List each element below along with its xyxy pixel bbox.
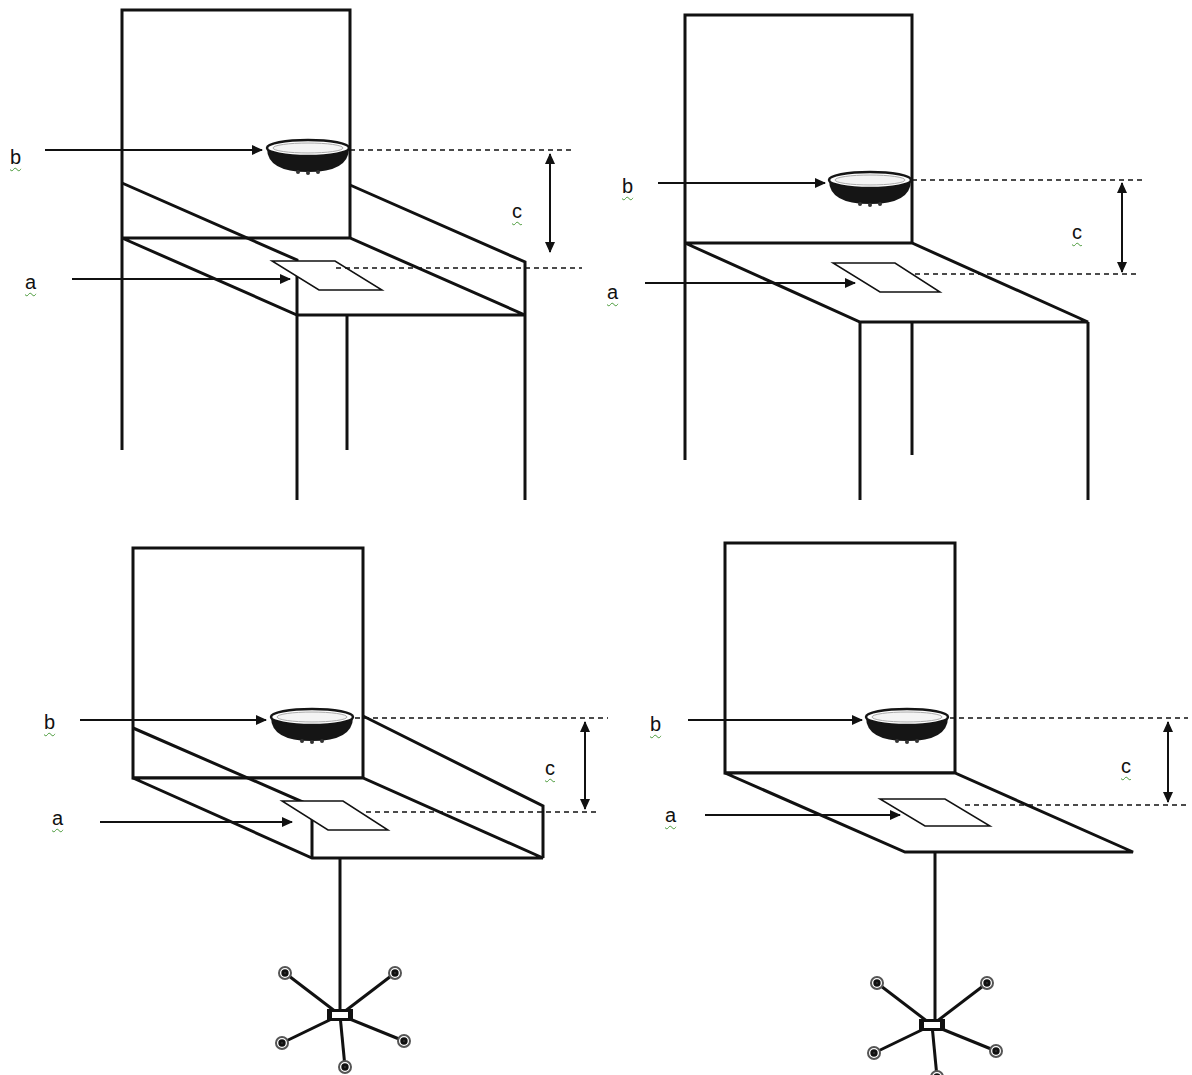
part-label: b — [650, 712, 661, 736]
part-label: a — [665, 803, 676, 827]
part-label: b — [622, 174, 633, 198]
part-label: a — [52, 806, 63, 830]
part-label: a — [607, 280, 618, 304]
part-label: c — [545, 756, 555, 780]
part-label: b — [44, 710, 55, 734]
part-label: b — [10, 145, 21, 169]
part-label: c — [1072, 220, 1082, 244]
part-label: a — [25, 270, 36, 294]
part-label: c — [512, 199, 522, 223]
part-label: c — [1121, 754, 1131, 778]
